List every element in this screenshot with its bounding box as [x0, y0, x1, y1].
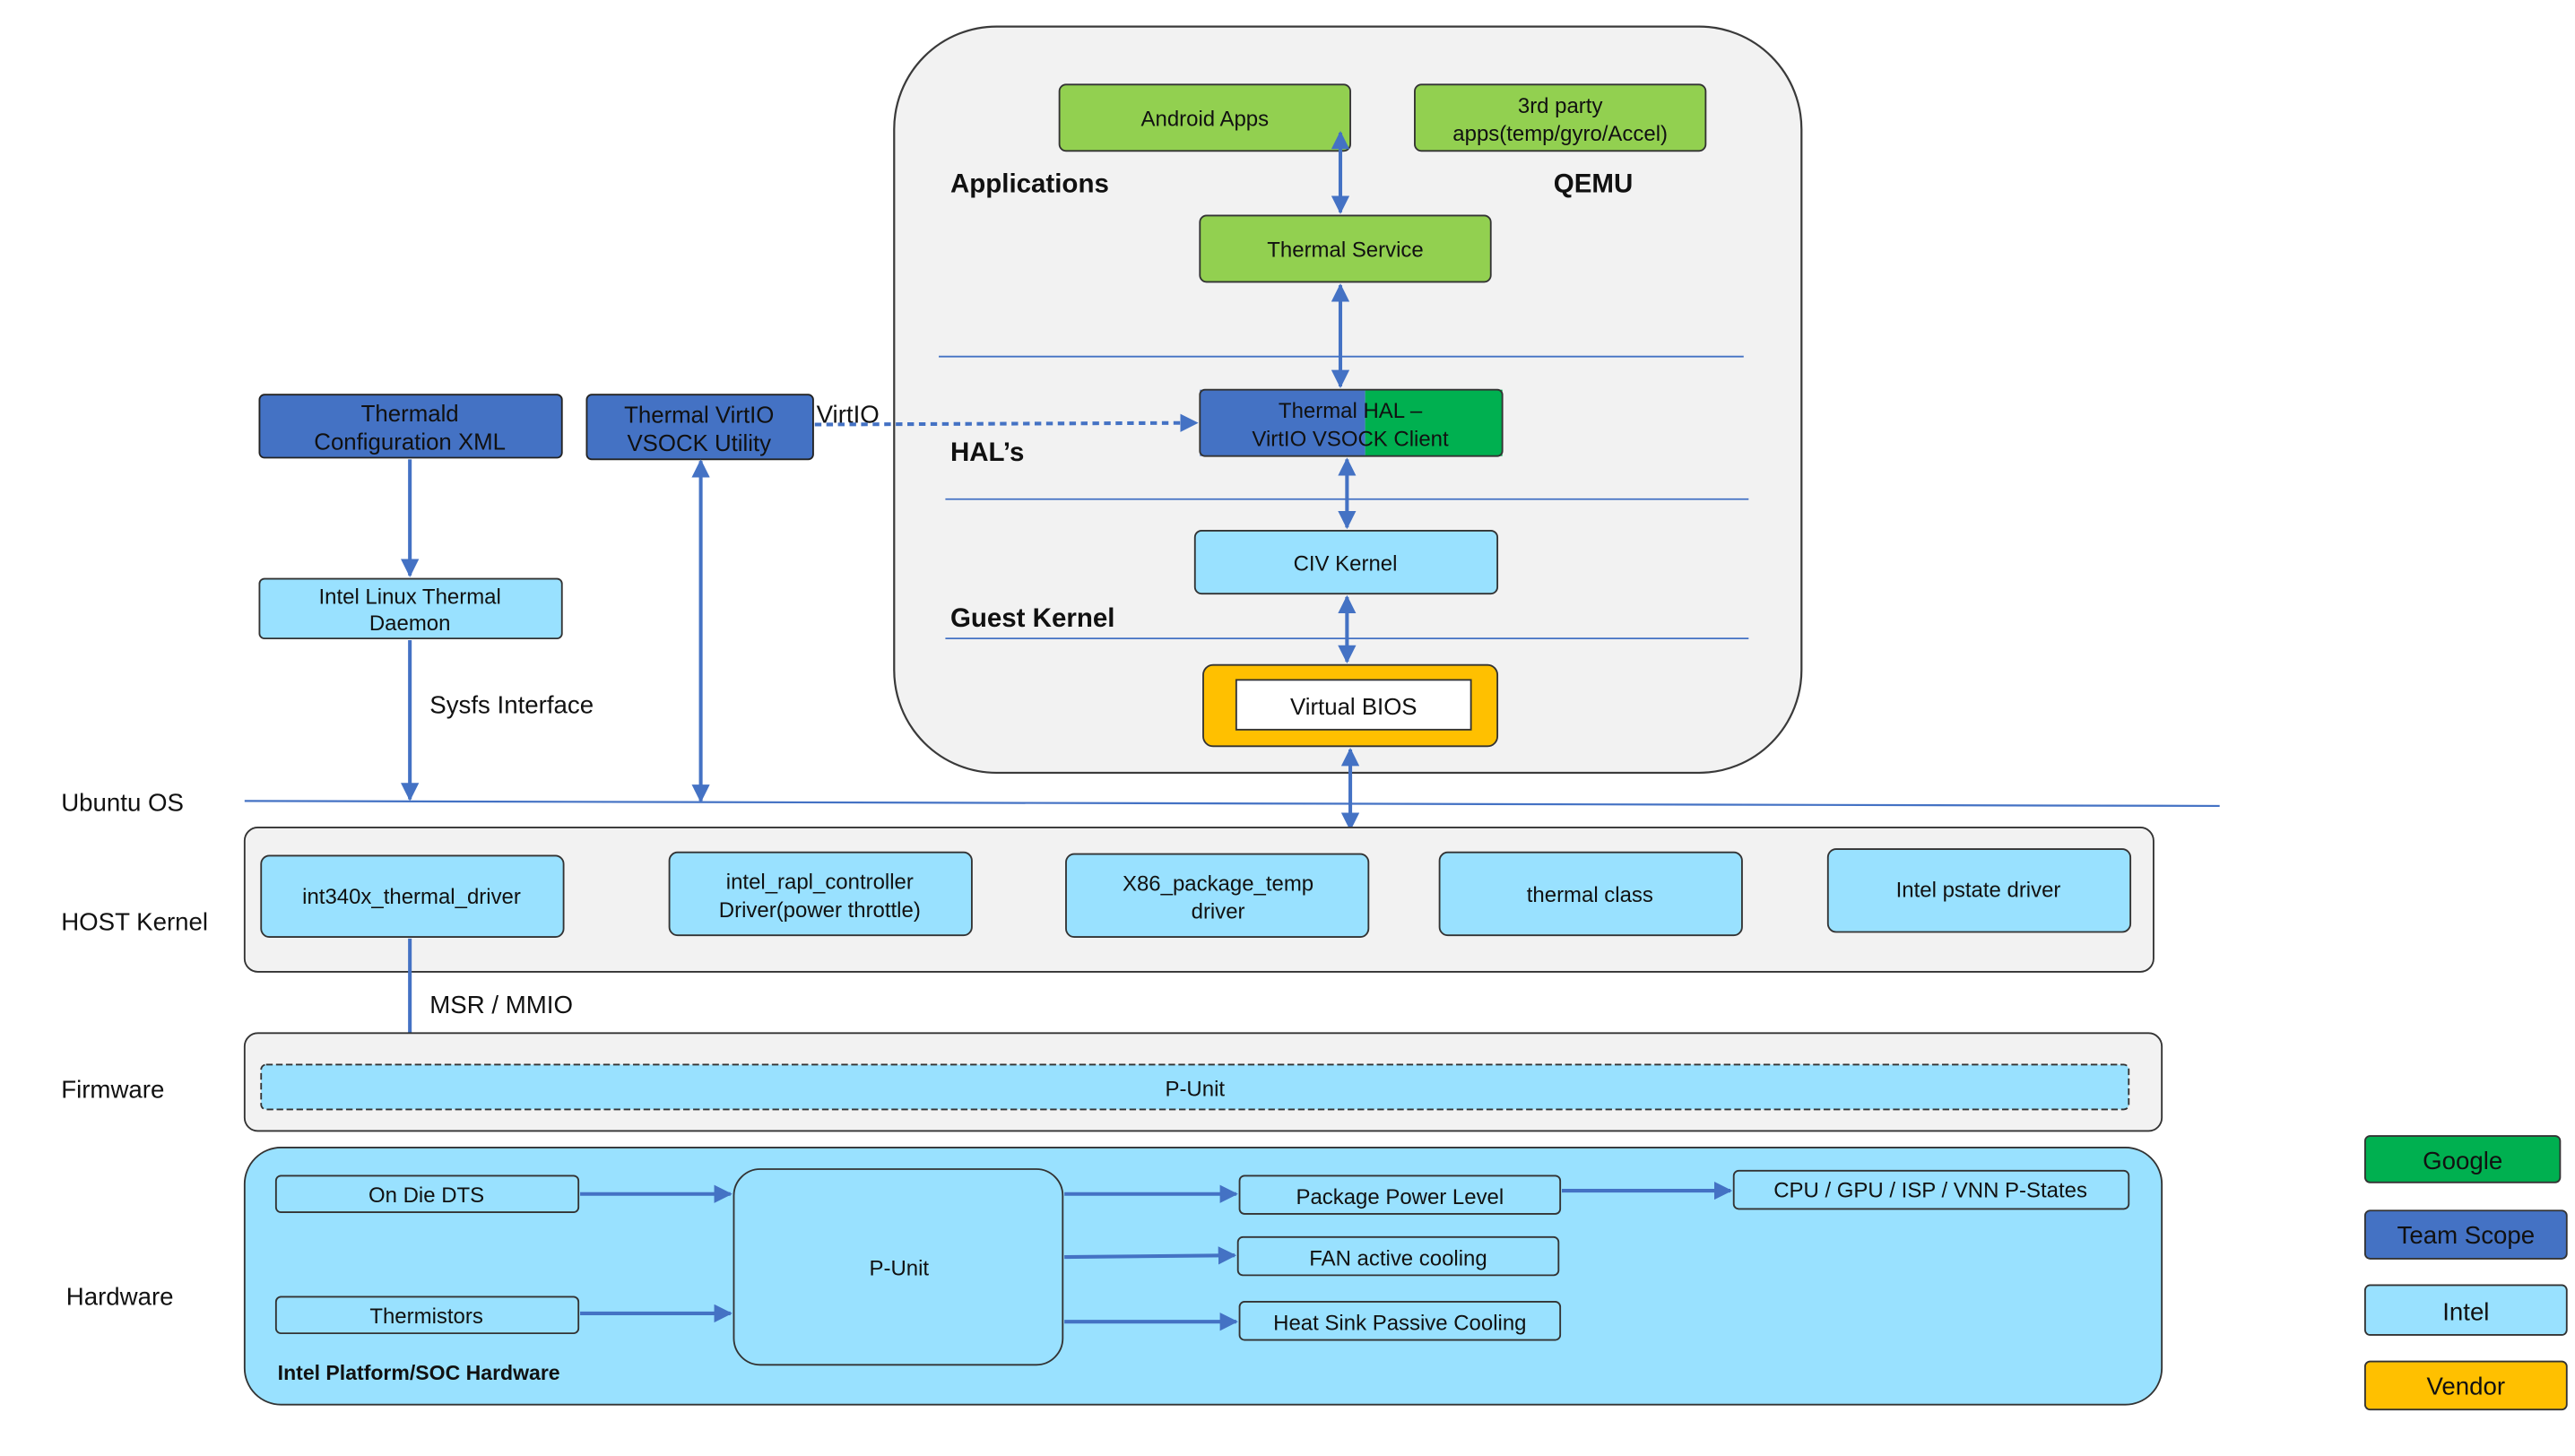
virtio-utility-line2: VSOCK Utility [627, 431, 771, 456]
legend-team-scope-label: Team Scope [2397, 1221, 2536, 1249]
package-power-label: Package Power Level [1296, 1185, 1504, 1209]
rapl-driver-line1: intel_rapl_controller [726, 870, 914, 894]
thermal-hal-box-blue [1200, 389, 1366, 456]
thermal-service-label: Thermal Service [1267, 238, 1423, 263]
connector-punit-fan [1064, 1246, 1237, 1265]
legend-team-scope-swatch [2363, 1209, 2568, 1260]
virtual-bios-inner [1235, 679, 1472, 731]
x86-temp-driver-line2: driver [1192, 900, 1245, 924]
android-apps-box [1058, 83, 1351, 152]
third-party-apps-line2: apps(temp/gyro/Accel) [1452, 122, 1668, 146]
virtio-connector-label: VirtIO [817, 401, 880, 429]
third-party-apps-box [1414, 83, 1707, 152]
cpu-states-label: CPU / GPU / ISP / VNN P-States [1773, 1178, 2087, 1202]
virtio-utility-line1: Thermal VirtIO [624, 403, 774, 429]
int340x-driver-box [260, 854, 565, 938]
ubuntu-os-label: Ubuntu OS [61, 788, 184, 816]
thermal-class-label: thermal class [1527, 883, 1653, 907]
pstate-driver-label: Intel pstate driver [1896, 879, 2061, 903]
android-apps-label: Android Apps [1141, 108, 1270, 132]
thermistors-box [274, 1296, 580, 1335]
thermal-daemon-line1: Intel Linux Thermal [318, 585, 500, 609]
host-kernel-label: HOST Kernel [61, 908, 208, 936]
pstate-driver-box [1826, 848, 2132, 933]
hardware-label: Hardware [66, 1283, 174, 1311]
int340x-driver-label: int340x_thermal_driver [302, 885, 521, 909]
thermal-daemon-box [258, 577, 563, 640]
thermal-daemon-line2: Daemon [369, 611, 451, 636]
heat-sink-box [1238, 1301, 1562, 1341]
x86-temp-driver-line1: X86_package_temp [1123, 871, 1314, 896]
connector-virtio-hal [814, 413, 1199, 432]
legend-google-label: Google [2423, 1147, 2502, 1174]
thermal-hal-line1: Thermal HAL – [1279, 399, 1423, 423]
hardware-punit-label: P-Unit [870, 1256, 930, 1280]
firmware-punit-box [260, 1063, 2130, 1111]
applications-label: Applications [950, 169, 1109, 199]
rapl-driver-box [668, 851, 973, 937]
qemu-title: QEMU [1554, 169, 1633, 199]
hardware-panel [243, 1147, 2163, 1406]
heat-sink-label: Heat Sink Passive Cooling [1273, 1311, 1526, 1335]
thermald-xml-line2: Configuration XML [314, 429, 506, 455]
package-power-box [1238, 1174, 1562, 1215]
platform-label: Intel Platform/SOC Hardware [278, 1361, 560, 1384]
fan-cooling-box [1236, 1235, 1560, 1277]
on-die-dts-label: On Die DTS [368, 1183, 484, 1208]
msr-mmio-label: MSR / MMIO [429, 991, 573, 1018]
guest-kernel-label: Guest Kernel [950, 603, 1115, 633]
legend-intel-swatch [2363, 1284, 2568, 1336]
thermald-xml-line1: Thermald [361, 402, 459, 427]
hals-label: HAL’s [950, 438, 1024, 467]
x86-temp-driver-box [1065, 853, 1370, 938]
thermal-service-box [1199, 214, 1492, 283]
virtual-bios-label: Virtual BIOS [1290, 695, 1417, 720]
civ-kernel-label: CIV Kernel [1294, 551, 1398, 576]
thermal-hal-box-green [1365, 389, 1503, 456]
sysfs-interface-label: Sysfs Interface [429, 690, 594, 718]
firmware-punit-label: P-Unit [1165, 1078, 1225, 1102]
thermal-hal-box [1199, 388, 1504, 457]
legend-intel-label: Intel [2442, 1297, 2489, 1325]
on-die-dts-box [274, 1174, 580, 1214]
cpu-states-box [1732, 1169, 2130, 1210]
rapl-driver-line2: Driver(power throttle) [719, 898, 921, 923]
thermal-hal-line2: VirtIO VSOCK Client [1252, 428, 1449, 452]
fan-cooling-label: FAN active cooling [1309, 1246, 1487, 1270]
thermald-xml-box [258, 394, 563, 459]
thermal-class-box [1438, 851, 1743, 937]
civ-kernel-box [1193, 529, 1499, 595]
thermistors-label: Thermistors [369, 1304, 482, 1329]
legend-vendor-swatch [2363, 1360, 2568, 1411]
third-party-apps-line1: 3rd party [1518, 94, 1603, 118]
legend-google-swatch [2363, 1135, 2562, 1183]
legend-vendor-label: Vendor [2427, 1373, 2506, 1400]
ubuntu-os-divider [244, 800, 2220, 808]
hardware-punit-box [733, 1168, 1064, 1366]
firmware-label: Firmware [61, 1075, 164, 1103]
